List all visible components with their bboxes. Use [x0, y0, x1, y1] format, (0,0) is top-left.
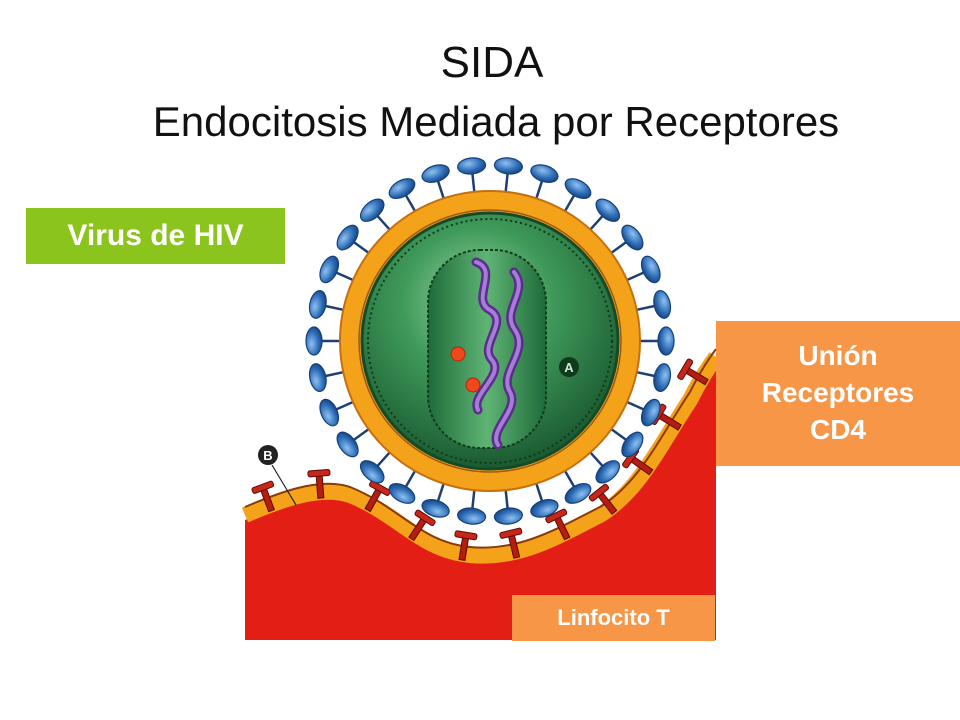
spike-knob: [388, 482, 416, 504]
spike-stalk: [626, 400, 646, 412]
spike-knob: [653, 290, 672, 319]
cd4-receptor: [364, 480, 391, 513]
spike-stalk: [636, 370, 657, 378]
spike-stalk: [334, 400, 354, 412]
spike-stalk: [351, 240, 370, 254]
cell-body: [241, 348, 723, 640]
spike-knob: [336, 431, 359, 458]
spike-knob: [564, 178, 592, 200]
spike-knob: [595, 198, 621, 222]
enzyme-dot-1: [450, 346, 466, 362]
union-label-line3: CD4: [809, 413, 866, 445]
cd4-receptors: [251, 358, 709, 562]
spike-knob: [640, 255, 661, 284]
envelope-inner-line: [358, 209, 622, 473]
spike-stalk: [470, 490, 476, 511]
rna-strand-2-highlight: [494, 270, 522, 447]
enzyme-dot-2: [465, 377, 481, 393]
spike-stalk: [436, 483, 445, 504]
cd4-receptor: [454, 530, 478, 562]
union-label-line1: Unión: [798, 340, 878, 372]
page-subtitle: Endocitosis Mediada por Receptores: [152, 98, 840, 145]
spike-stalk: [334, 270, 354, 282]
cd4-receptor: [251, 480, 275, 513]
spike-stalk: [563, 470, 577, 489]
spike-knob: [308, 363, 327, 392]
spike-stalk: [470, 171, 476, 192]
spike-knob: [493, 157, 523, 175]
spike-knob: [359, 198, 385, 222]
spike-stalk: [323, 304, 344, 312]
spike-stalk: [535, 178, 544, 199]
lymphocyte-label: Linfocito T: [512, 595, 715, 641]
hiv-virus: A: [305, 157, 675, 525]
spike-stalk: [610, 428, 629, 442]
cd4-receptor: [307, 468, 331, 499]
marker-a: A: [559, 357, 579, 377]
cd4-receptor: [499, 527, 523, 559]
spike-stalk: [436, 178, 445, 199]
cd4-receptor: [677, 358, 709, 386]
spike-stalk: [375, 213, 391, 231]
spike-knob: [640, 398, 661, 427]
spike-knob: [359, 460, 385, 484]
cd4-receptor: [588, 483, 618, 515]
cd4-union-label: Unión Receptores CD4: [716, 321, 960, 466]
spike-knob: [530, 164, 559, 183]
spike-knob: [493, 507, 523, 525]
marker-b: B: [258, 445, 297, 506]
spike-knob: [621, 431, 644, 458]
spike-knob: [621, 224, 644, 251]
spike-knob: [595, 460, 621, 484]
rna-strand-1-highlight: [474, 260, 499, 412]
page-title: SIDA: [440, 38, 544, 87]
marker-b-text: B: [263, 448, 272, 463]
spike-stalk: [403, 470, 417, 489]
spike-stalk: [351, 428, 370, 442]
union-label-line2: Receptores: [761, 377, 915, 409]
spike-stalk: [610, 240, 629, 254]
spike-knob: [657, 326, 675, 356]
union-label-bg: [716, 321, 960, 466]
cell-membrane-edge: [244, 348, 717, 549]
spike-stalk: [589, 451, 605, 469]
envelope-spikes: [305, 157, 675, 525]
cell-cytoplasm: [245, 362, 716, 640]
spike-knob: [421, 499, 450, 518]
spike-stalk: [589, 213, 605, 231]
spike-knob: [336, 224, 359, 251]
spike-stalk: [626, 270, 646, 282]
spike-knob: [421, 164, 450, 183]
cd4-receptor: [408, 509, 436, 542]
cell-membrane: [241, 352, 723, 564]
virus-label-bg: [26, 208, 285, 264]
spike-stalk: [504, 490, 510, 511]
spike-stalk: [403, 193, 417, 212]
spike-knob: [457, 507, 487, 525]
cd4-receptor: [545, 508, 571, 541]
linfocito-label-text: Linfocito T: [557, 605, 670, 630]
spike-knob: [319, 255, 340, 284]
spike-knob: [305, 326, 323, 356]
spike-stalk: [504, 171, 510, 192]
spike-stalk: [535, 483, 544, 504]
spike-stalk: [375, 451, 391, 469]
virus-label: Virus de HIV: [26, 208, 285, 264]
spike-knob: [653, 363, 672, 392]
spike-stalk: [636, 304, 657, 312]
linfocito-label-bg: [512, 595, 715, 641]
virus-label-text: Virus de HIV: [67, 219, 244, 252]
spike-knob: [564, 482, 592, 504]
spike-knob: [530, 499, 559, 518]
spike-stalk: [323, 370, 344, 378]
spike-knob: [308, 290, 327, 319]
marker-a-text: A: [564, 360, 574, 375]
spike-stalk: [563, 193, 577, 212]
spike-knob: [457, 157, 487, 175]
capsid-dotted-ring: [367, 218, 613, 464]
spike-knob: [388, 178, 416, 200]
spike-knob: [319, 398, 340, 427]
